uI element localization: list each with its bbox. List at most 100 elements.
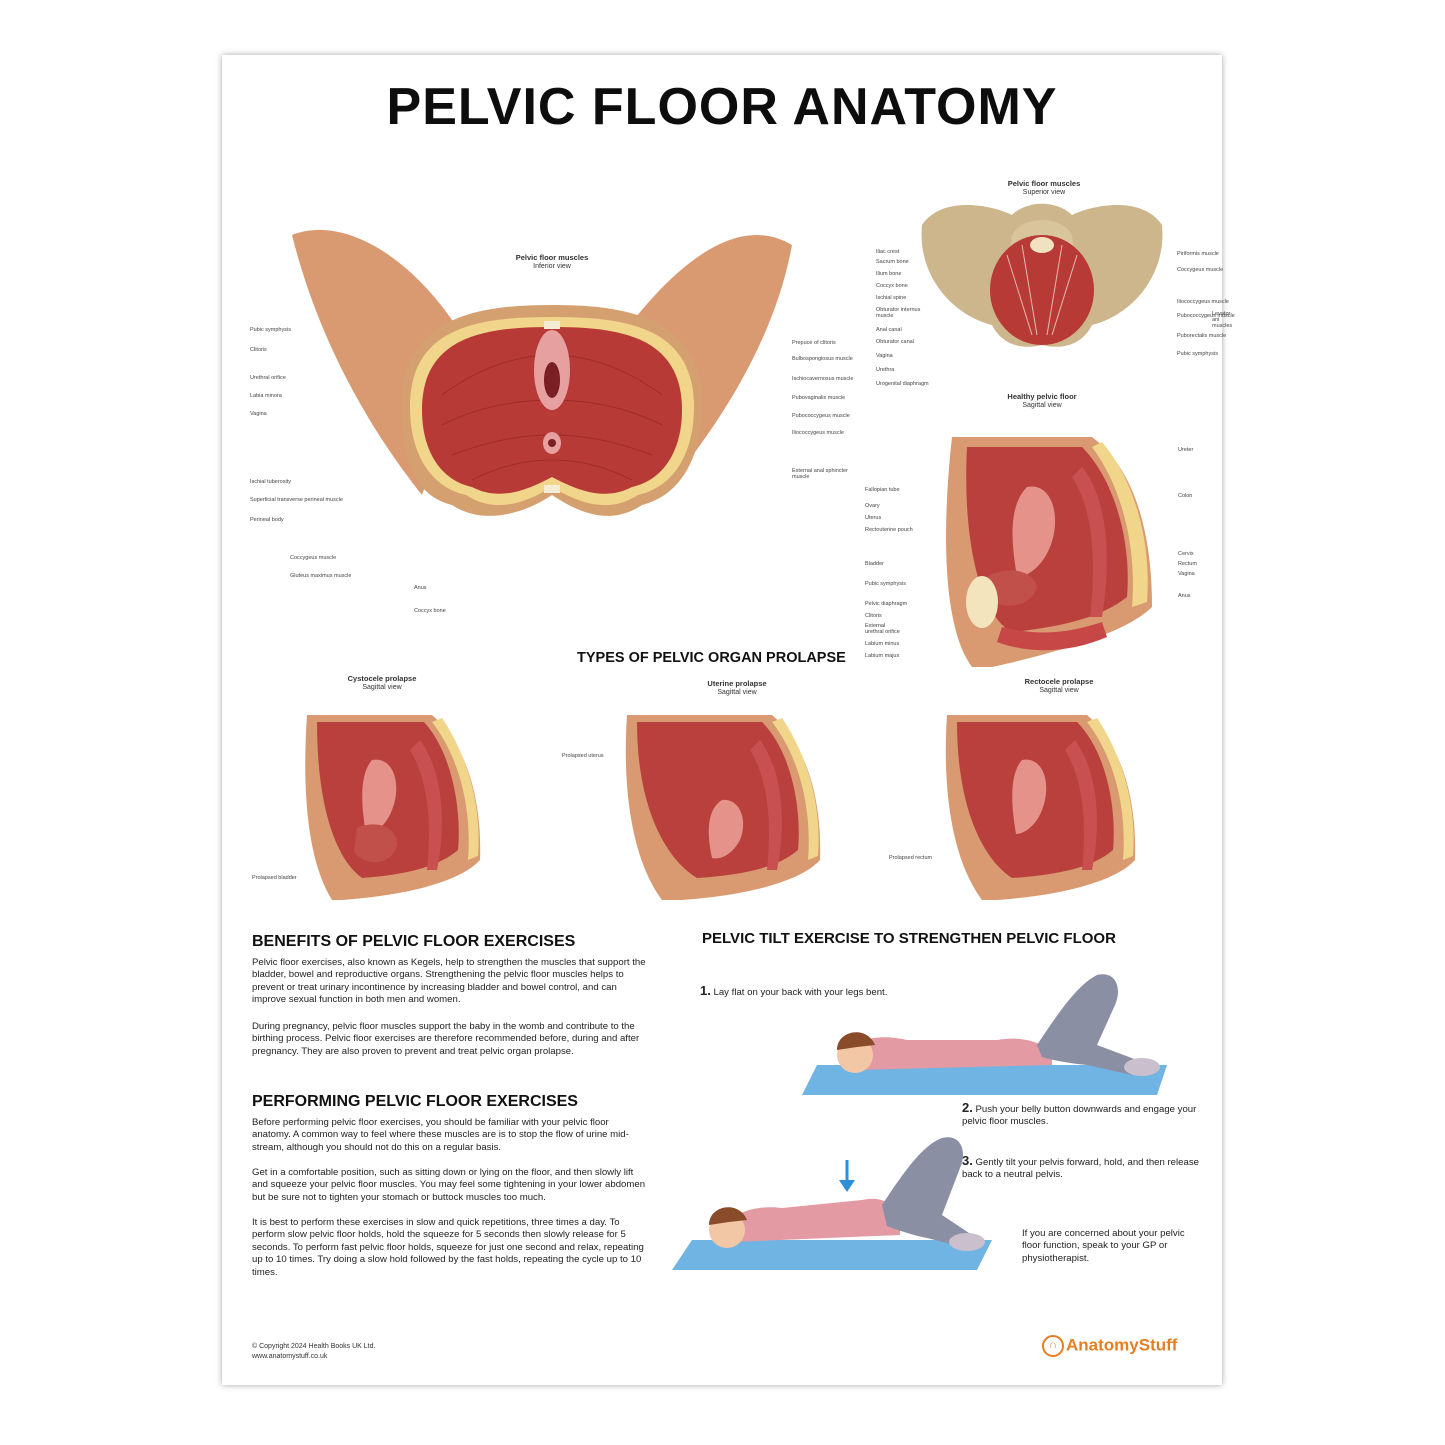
sagittal-label: Labium minus [865, 641, 900, 647]
sagittal-caption-sub: Sagittal view [1022, 402, 1062, 409]
inferior-label: Pubovaginalis muscle [792, 395, 846, 401]
sagittal-label: Rectum [1178, 561, 1197, 567]
rectocele-illustration [945, 715, 1136, 900]
exercise-figure-2 [672, 1137, 992, 1270]
uterine-caption: Uterine prolapse Sagittal view [677, 679, 797, 697]
tilt-heading: PELVIC TILT EXERCISE TO STRENGTHEN PELVI… [702, 930, 1116, 947]
superior-levator-label: Levator ani muscles [1212, 311, 1233, 329]
sagittal-label: Bladder [865, 561, 884, 567]
cystocele-sub: Sagittal view [362, 684, 402, 691]
superior-label: Sacrum bone [876, 259, 909, 265]
superior-label: Ilium bone [876, 271, 902, 277]
superior-label: Anal canal [876, 327, 902, 333]
inferior-label: Bulbospongiosus muscle [792, 356, 853, 362]
sagittal-label: Colon [1178, 493, 1193, 499]
performing-paragraph-2: Get in a comfortable position, such as s… [252, 1167, 646, 1203]
inferior-view-caption: Pelvic floor muscles Inferior view [492, 253, 612, 271]
poster: PELVIC FLOOR ANATOMY Pelvic floor muscle… [222, 55, 1235, 1385]
inferior-label: Urethral orifice [250, 375, 286, 381]
superior-label: Obturator canal [876, 339, 914, 345]
rectocele-caption: Rectocele prolapse Sagittal view [999, 677, 1119, 695]
superior-label: Obturator internus muscle [876, 307, 921, 319]
sagittal-view-caption: Healthy pelvic floor Sagittal view [982, 392, 1102, 410]
sagittal-label: Ovary [865, 503, 880, 509]
performing-paragraph-3: It is best to perform these exercises in… [252, 1217, 644, 1278]
inferior-label: Vagina [250, 411, 267, 417]
superior-label: Iliococcygeus muscle [1177, 299, 1229, 305]
superior-label: Piriformis muscle [1177, 251, 1219, 257]
performing-paragraph-1: Before performing pelvic floor exercises… [252, 1117, 629, 1153]
sagittal-label: Labium majus [865, 653, 900, 659]
sagittal-label: Vagina [1178, 571, 1195, 577]
sagittal-label: Pelvic diaphragm [865, 601, 908, 607]
footer-website: www.anatomystuff.co.uk [252, 1353, 328, 1360]
tilt-note: If you are concerned about your pelvic f… [1022, 1228, 1185, 1264]
exercise-figure-1 [802, 974, 1167, 1095]
inferior-label: Iliococcygeus muscle [792, 430, 844, 436]
sagittal-label: Ureter [1178, 447, 1194, 453]
superior-label: Urethra [876, 367, 895, 373]
inferior-label: Perineal body [250, 517, 284, 523]
uterine-title: Uterine prolapse [707, 679, 767, 688]
inferior-label: Ischiocavernosus muscle [792, 376, 854, 382]
sagittal-caption-title: Healthy pelvic floor [1007, 392, 1077, 401]
superior-label: Vagina [876, 353, 893, 359]
sagittal-label: Uterus [865, 515, 882, 521]
benefits-heading: BENEFITS OF PELVIC FLOOR EXERCISES [252, 933, 576, 950]
brand-mark-icon: ∩ [1042, 1335, 1064, 1357]
cystocele-illustration [305, 715, 481, 900]
tilt-step-1-text: Lay flat on your back with your legs ben… [713, 987, 888, 998]
brand-name: AnatomyStuff [1066, 1335, 1178, 1355]
superior-caption-sub: Superior view [1022, 189, 1066, 196]
superior-label: Pubococcygeus muscle [1177, 313, 1235, 319]
superior-label: Urogenital diaphragm [876, 381, 929, 387]
sagittal-label: Anus [1178, 593, 1191, 599]
rectocele-title: Rectocele prolapse [1024, 677, 1094, 686]
tilt-step-3-num: 3. [962, 1153, 973, 1168]
uterine-label: Prolapsed uterus [562, 753, 604, 759]
tilt-step-2-num: 2. [962, 1100, 973, 1115]
inferior-label: Ischial tuberosity [250, 479, 291, 485]
cystocele-caption: Cystocele prolapse Sagittal view [322, 674, 442, 692]
brand-logo: ∩AnatomyStuff [1042, 1335, 1177, 1357]
sagittal-label: External urethral orifice [865, 623, 900, 635]
arrow-down-icon [839, 1160, 855, 1192]
sagittal-label: Clitoris [865, 613, 882, 619]
superior-label: Coccyx bone [876, 283, 908, 289]
poster-title: PELVIC FLOOR ANATOMY [386, 78, 1058, 136]
sagittal-label: Rectouterine pouch [865, 527, 913, 533]
superior-view-caption: Pelvic floor muscles Superior view [984, 179, 1104, 197]
tilt-step-3: 3. Gently tilt your pelvis forward, hold… [962, 1153, 1202, 1182]
sagittal-label: Pubic symphysis [865, 581, 906, 587]
inferior-label: Pubic symphysis [250, 327, 291, 333]
superior-label: Ischial spine [876, 295, 907, 301]
rectocele-sub: Sagittal view [1039, 687, 1079, 694]
tilt-step-2-text: Push your belly button downwards and eng… [962, 1104, 1197, 1128]
rectocele-label: Prolapsed rectum [889, 855, 933, 861]
superior-label: Coccygeus muscle [1177, 267, 1224, 273]
superior-view-illustration [921, 203, 1163, 347]
uterine-illustration [625, 715, 821, 900]
footer-copyright: © Copyright 2024 Health Books UK Ltd. [252, 1343, 376, 1350]
cystocele-label: Prolapsed bladder [252, 875, 297, 881]
inferior-label: Pubococcygeus muscle [792, 413, 850, 419]
inferior-label: Superficial transverse perineal muscle [250, 497, 343, 503]
inferior-label: Gluteus maximus muscle [290, 573, 352, 579]
benefits-paragraph-2: During pregnancy, pelvic floor muscles s… [252, 1021, 640, 1057]
inferior-label: Prepuce of clitoris [792, 340, 836, 346]
inferior-label: External anal sphincter muscle [792, 468, 848, 480]
superior-label: Pubic symphysis [1177, 351, 1218, 357]
tilt-step-3-text: Gently tilt your pelvis forward, hold, a… [962, 1157, 1199, 1181]
uterine-sub: Sagittal view [717, 689, 757, 696]
prolapse-heading: TYPES OF PELVIC ORGAN PROLAPSE [577, 650, 846, 666]
inferior-label: Labia minora [250, 393, 282, 399]
inferior-label: Coccyx bone [414, 608, 446, 614]
superior-label: Puborectalis muscle [1177, 333, 1227, 339]
tilt-step-1-num: 1. [700, 983, 711, 998]
superior-caption-title: Pelvic floor muscles [1007, 179, 1081, 188]
sagittal-label: Cervix [1178, 551, 1194, 557]
tilt-step-1: 1. Lay flat on your back with your legs … [700, 983, 960, 999]
inferior-label: Clitoris [250, 347, 267, 353]
inferior-label: Coccygeus muscle [290, 555, 337, 561]
inferior-caption-sub: Inferior view [533, 263, 571, 270]
